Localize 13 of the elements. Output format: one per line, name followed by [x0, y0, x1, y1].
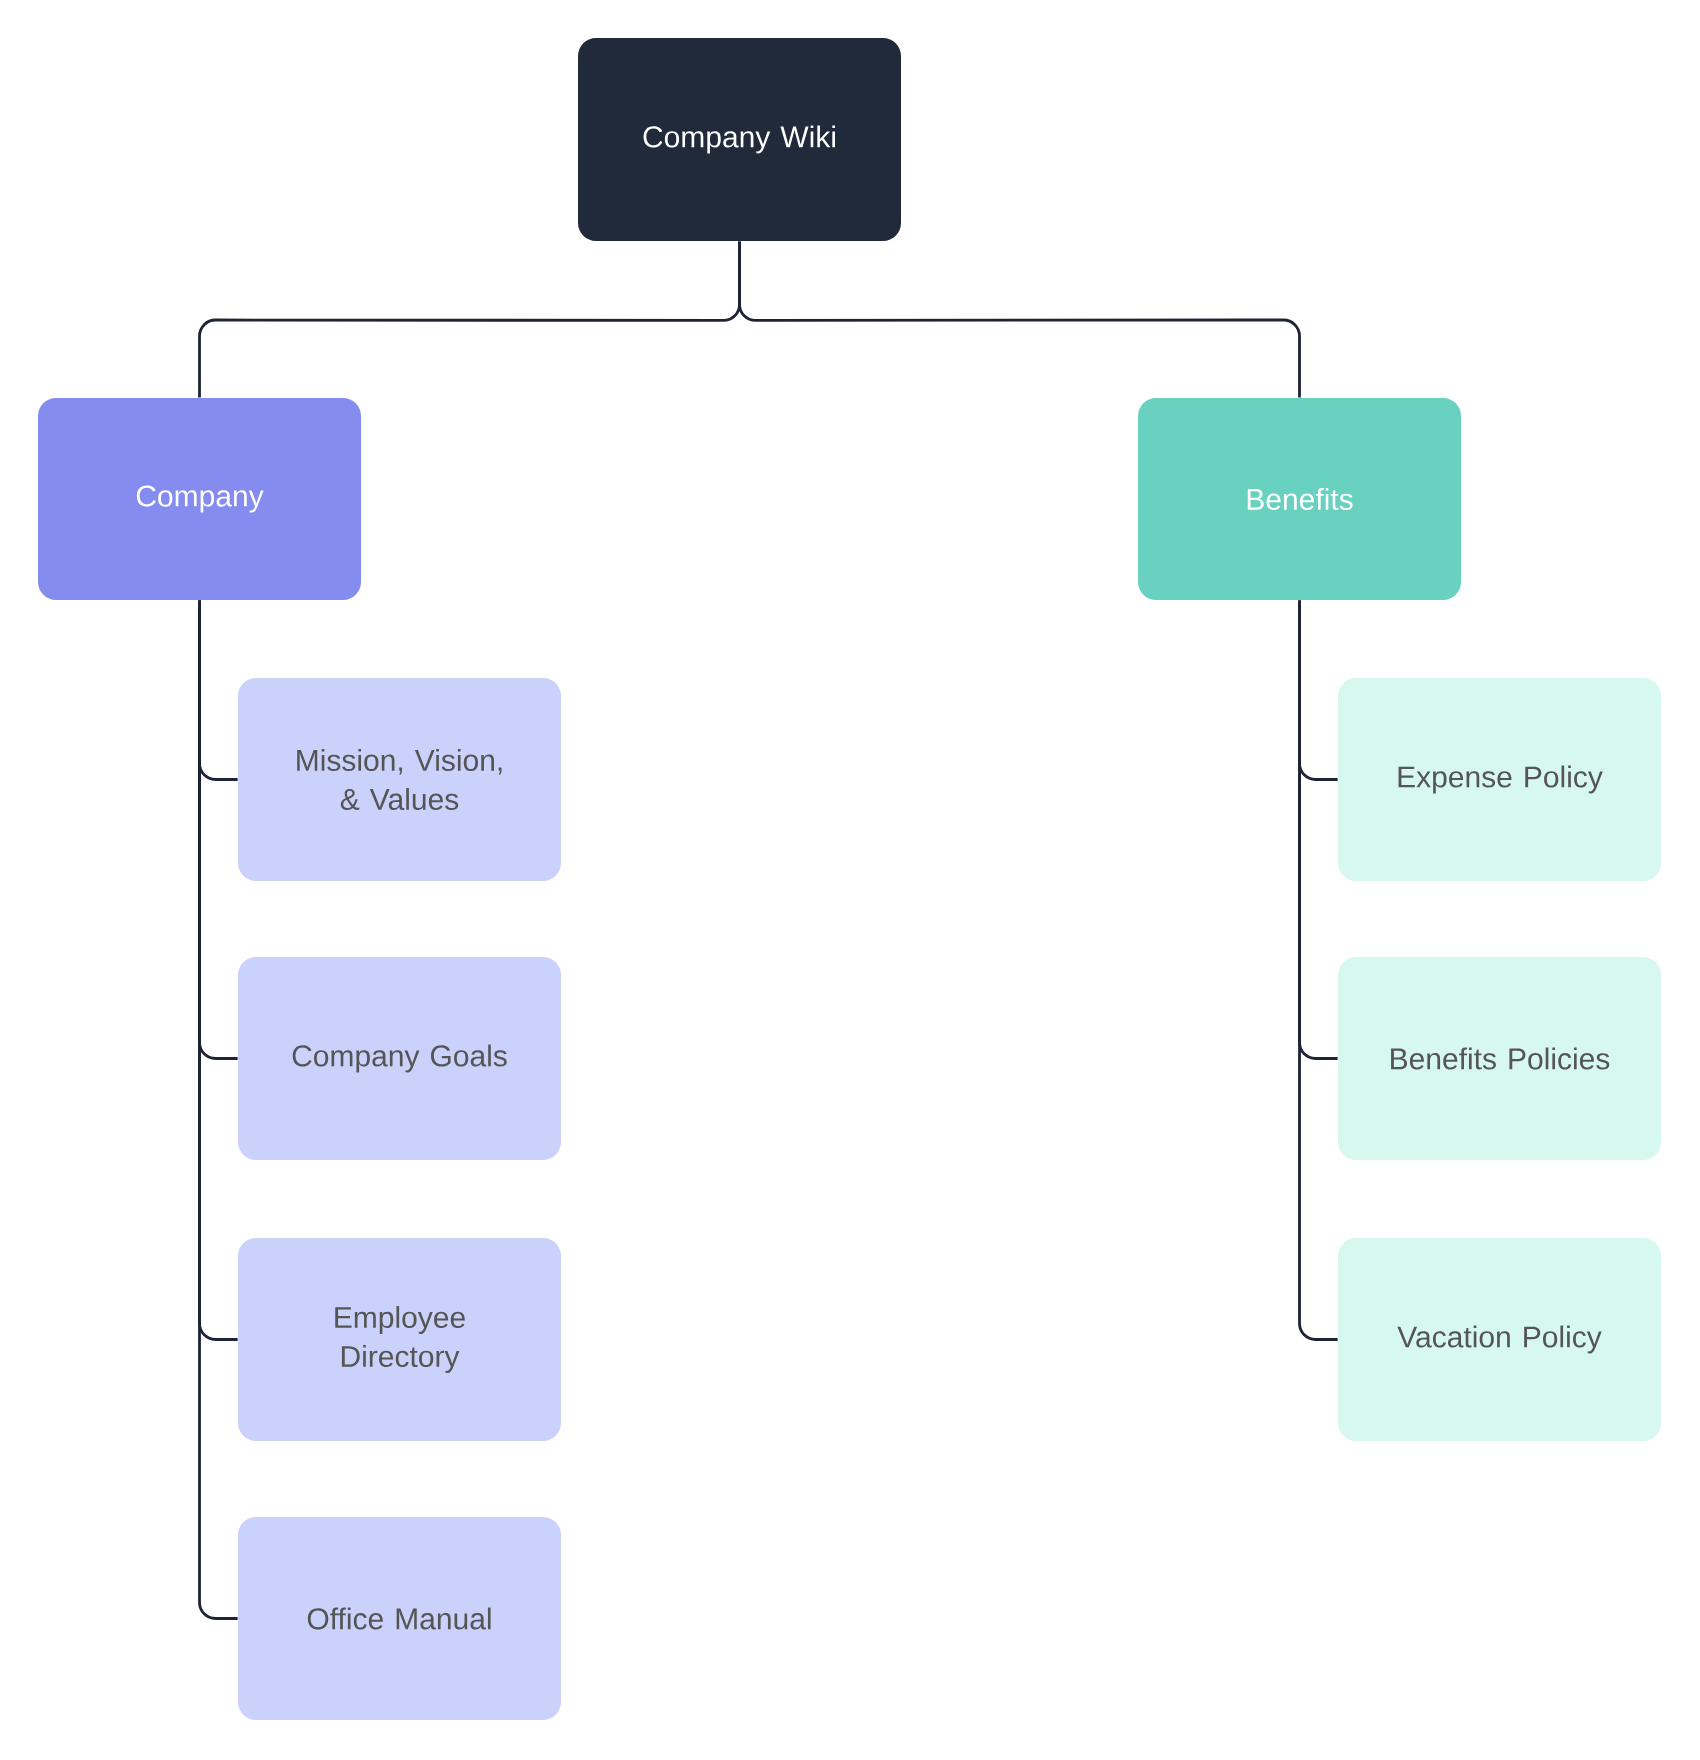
topic-box: Mission, Vision, & Values: [238, 678, 561, 881]
topic-box: Company Goals: [238, 957, 561, 1160]
topic-box: Employee Directory: [238, 1238, 561, 1441]
topic-box: Expense Policy: [1338, 678, 1661, 881]
category-box: Company: [38, 398, 361, 600]
connector-line: [198, 600, 238, 1620]
topic-box: Benefits Policies: [1338, 957, 1661, 1160]
connector-line: [738, 241, 1301, 398]
root-box: Company Wiki: [578, 38, 901, 241]
topic-box: Office Manual: [238, 1517, 561, 1720]
connector-line: [1298, 600, 1338, 1341]
category-box: Benefits: [1138, 398, 1461, 600]
topic-box: Vacation Policy: [1338, 1238, 1661, 1441]
